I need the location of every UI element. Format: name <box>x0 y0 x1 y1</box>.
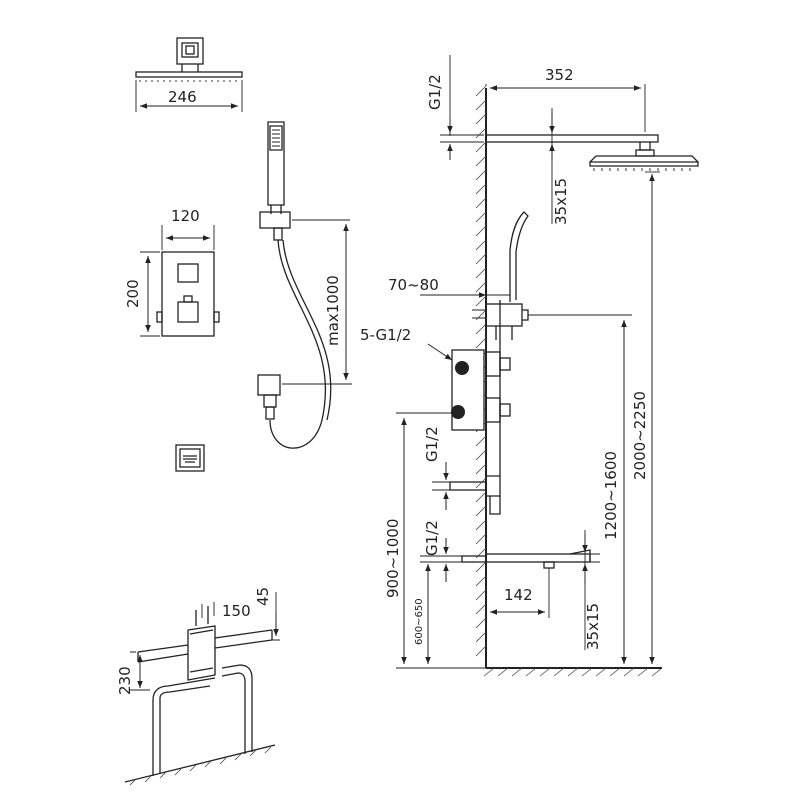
valve-height-label: 900~1000 <box>384 519 402 598</box>
arm-thread-dimension: G1/2 <box>426 55 484 160</box>
valve-plate-front-view: 120 200 <box>124 207 220 337</box>
arm-length-label: 352 <box>545 66 574 84</box>
hand-shower-assembly: max1000 <box>257 121 352 449</box>
valve-plate-height-label: 200 <box>124 279 142 308</box>
concealed-valve-body <box>451 349 511 431</box>
handset-holder-height-dimension: 1200~1600 <box>528 314 632 664</box>
valve-connections-callout: 5-G1/2 <box>360 326 453 361</box>
arm-thread-label: G1/2 <box>426 74 444 110</box>
arm-depth-label: 35x15 <box>552 178 570 225</box>
lower-thread-2-label: G1/2 <box>423 520 441 556</box>
lower-thread-1-label: G1/2 <box>423 426 441 462</box>
slide-rail-handset <box>472 211 529 340</box>
box-depth-label: 45 <box>254 587 272 606</box>
spout-height-dimension: 600~650 <box>414 564 431 664</box>
valve-plate-width-label: 120 <box>171 207 200 225</box>
overhead-height-dimension: 2000~2250 <box>631 171 660 664</box>
spout-length-dimension: 142 <box>490 568 550 618</box>
valve-height-dimension: 900~1000 <box>384 412 486 669</box>
overhead-shower-arm <box>485 134 699 171</box>
hose-length-label: max1000 <box>324 275 342 346</box>
handset-holder-height-label: 1200~1600 <box>602 451 620 540</box>
concealed-mounting-box: 150 45 230 <box>116 587 280 786</box>
valve-offset-label: 70~80 <box>388 276 439 294</box>
spout-length-label: 142 <box>504 586 533 604</box>
arm-length-dimension: 352 <box>485 66 646 132</box>
rain-head-width-label: 246 <box>168 88 197 106</box>
wall-outlet-icon <box>175 444 205 472</box>
spout-height-label: 600~650 <box>414 598 425 645</box>
box-width-label: 150 <box>222 602 251 620</box>
spout-depth-label: 35x15 <box>584 603 602 650</box>
valve-connections-label: 5-G1/2 <box>360 326 411 344</box>
overhead-height-label: 2000~2250 <box>631 391 649 480</box>
rain-head-top-view: 246 <box>135 37 243 112</box>
spout-depth-dimension: 35x15 <box>582 530 602 650</box>
box-height-label: 230 <box>116 666 134 695</box>
lower-outlet-fittings: G1/2 <box>423 300 501 515</box>
arm-depth-dimension: 35x15 <box>549 108 570 225</box>
valve-offset-dimension: 70~80 <box>388 276 510 298</box>
bath-spout: G1/2 <box>420 520 591 582</box>
